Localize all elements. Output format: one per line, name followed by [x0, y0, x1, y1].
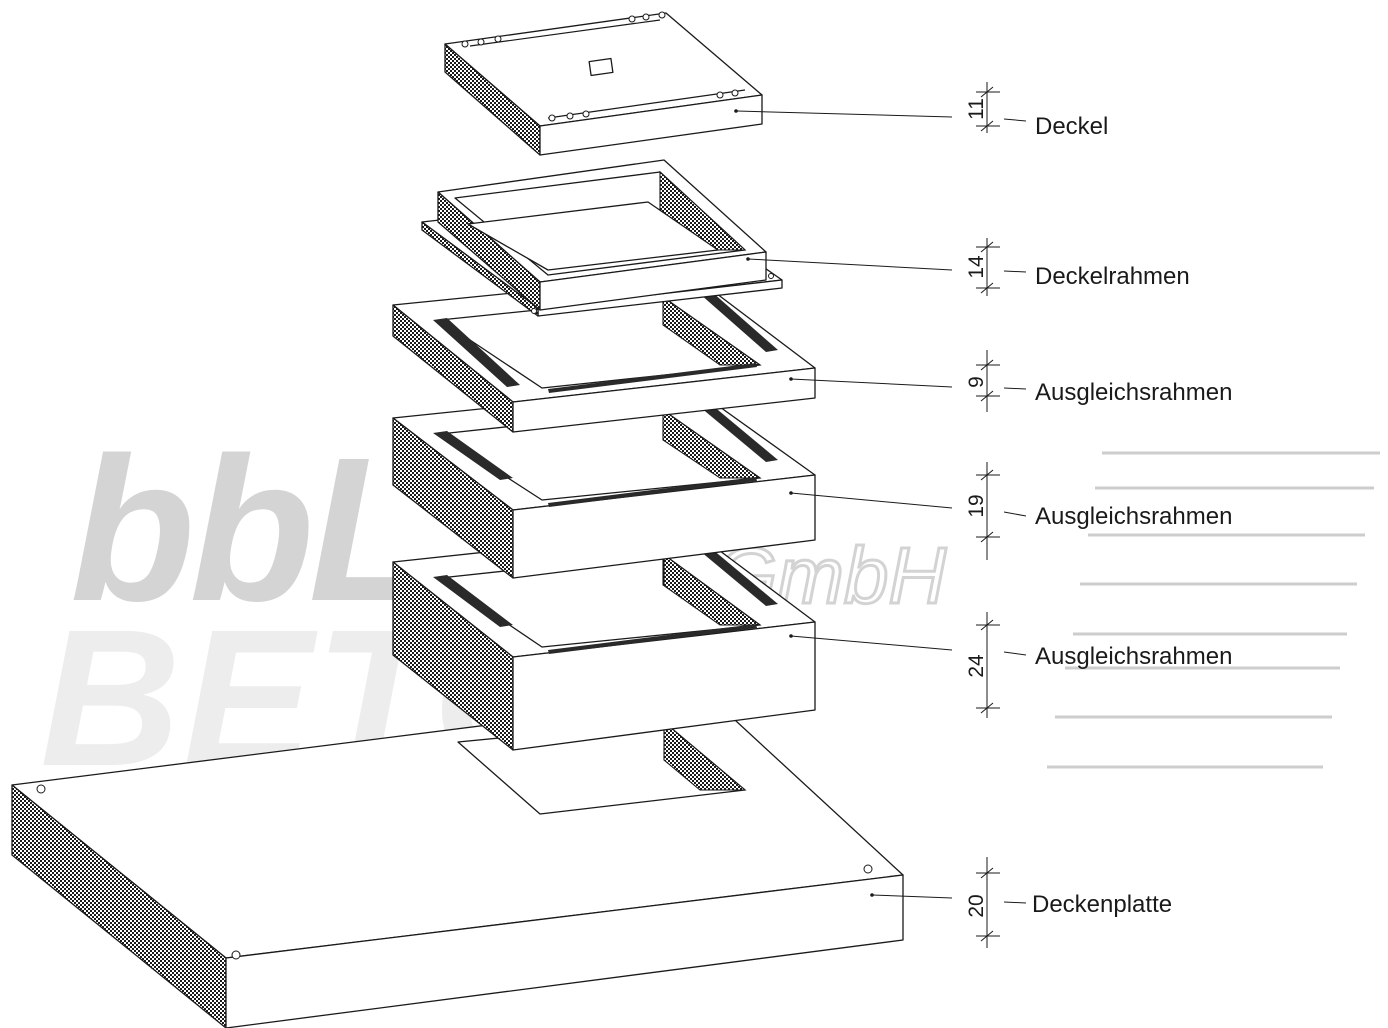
part-deckel-drawing [444, 11, 763, 156]
dimension-ausgleichsrahmen-19: 19 [965, 462, 1027, 560]
watermark-lines [1047, 451, 1380, 769]
label-ausgleichsrahmen-9: Ausgleichsrahmen [1035, 379, 1232, 406]
label-ausgleichsrahmen-24: Ausgleichsrahmen [1035, 643, 1232, 670]
dimension-value-ausgleichsrahmen-24: 24 [965, 654, 988, 678]
dimension-ausgleichsrahmen-24: 24 [965, 612, 1027, 718]
part-deckenplatte-drawing [11, 696, 904, 1028]
dimension-ausgleichsrahmen-9: 9 [965, 350, 1027, 412]
dimension-value-deckenplatte: 20 [965, 894, 988, 917]
dimension-deckelrahmen: 14 [965, 238, 1027, 296]
leader-lines [736, 110, 953, 899]
dimension-value-deckelrahmen: 14 [965, 255, 988, 279]
part-ausgleichsrahmen-19-drawing [392, 386, 816, 579]
dimension-value-ausgleichsrahmen-9: 9 [965, 376, 988, 388]
dimension-value-ausgleichsrahmen-19: 19 [965, 494, 988, 517]
dimension-value-deckel: 11 [965, 98, 988, 120]
label-deckenplatte: Deckenplatte [1032, 891, 1172, 918]
label-deckelrahmen: Deckelrahmen [1035, 263, 1190, 290]
label-ausgleichsrahmen-19: Ausgleichsrahmen [1035, 503, 1232, 530]
watermark-logo-bbl: bbL [70, 415, 428, 644]
dimension-deckenplatte: 20 [965, 857, 1027, 948]
part-deckelrahmen-drawing [421, 159, 783, 317]
dimension-deckel: 11 [965, 82, 1027, 133]
label-deckel: Deckel [1035, 113, 1108, 140]
